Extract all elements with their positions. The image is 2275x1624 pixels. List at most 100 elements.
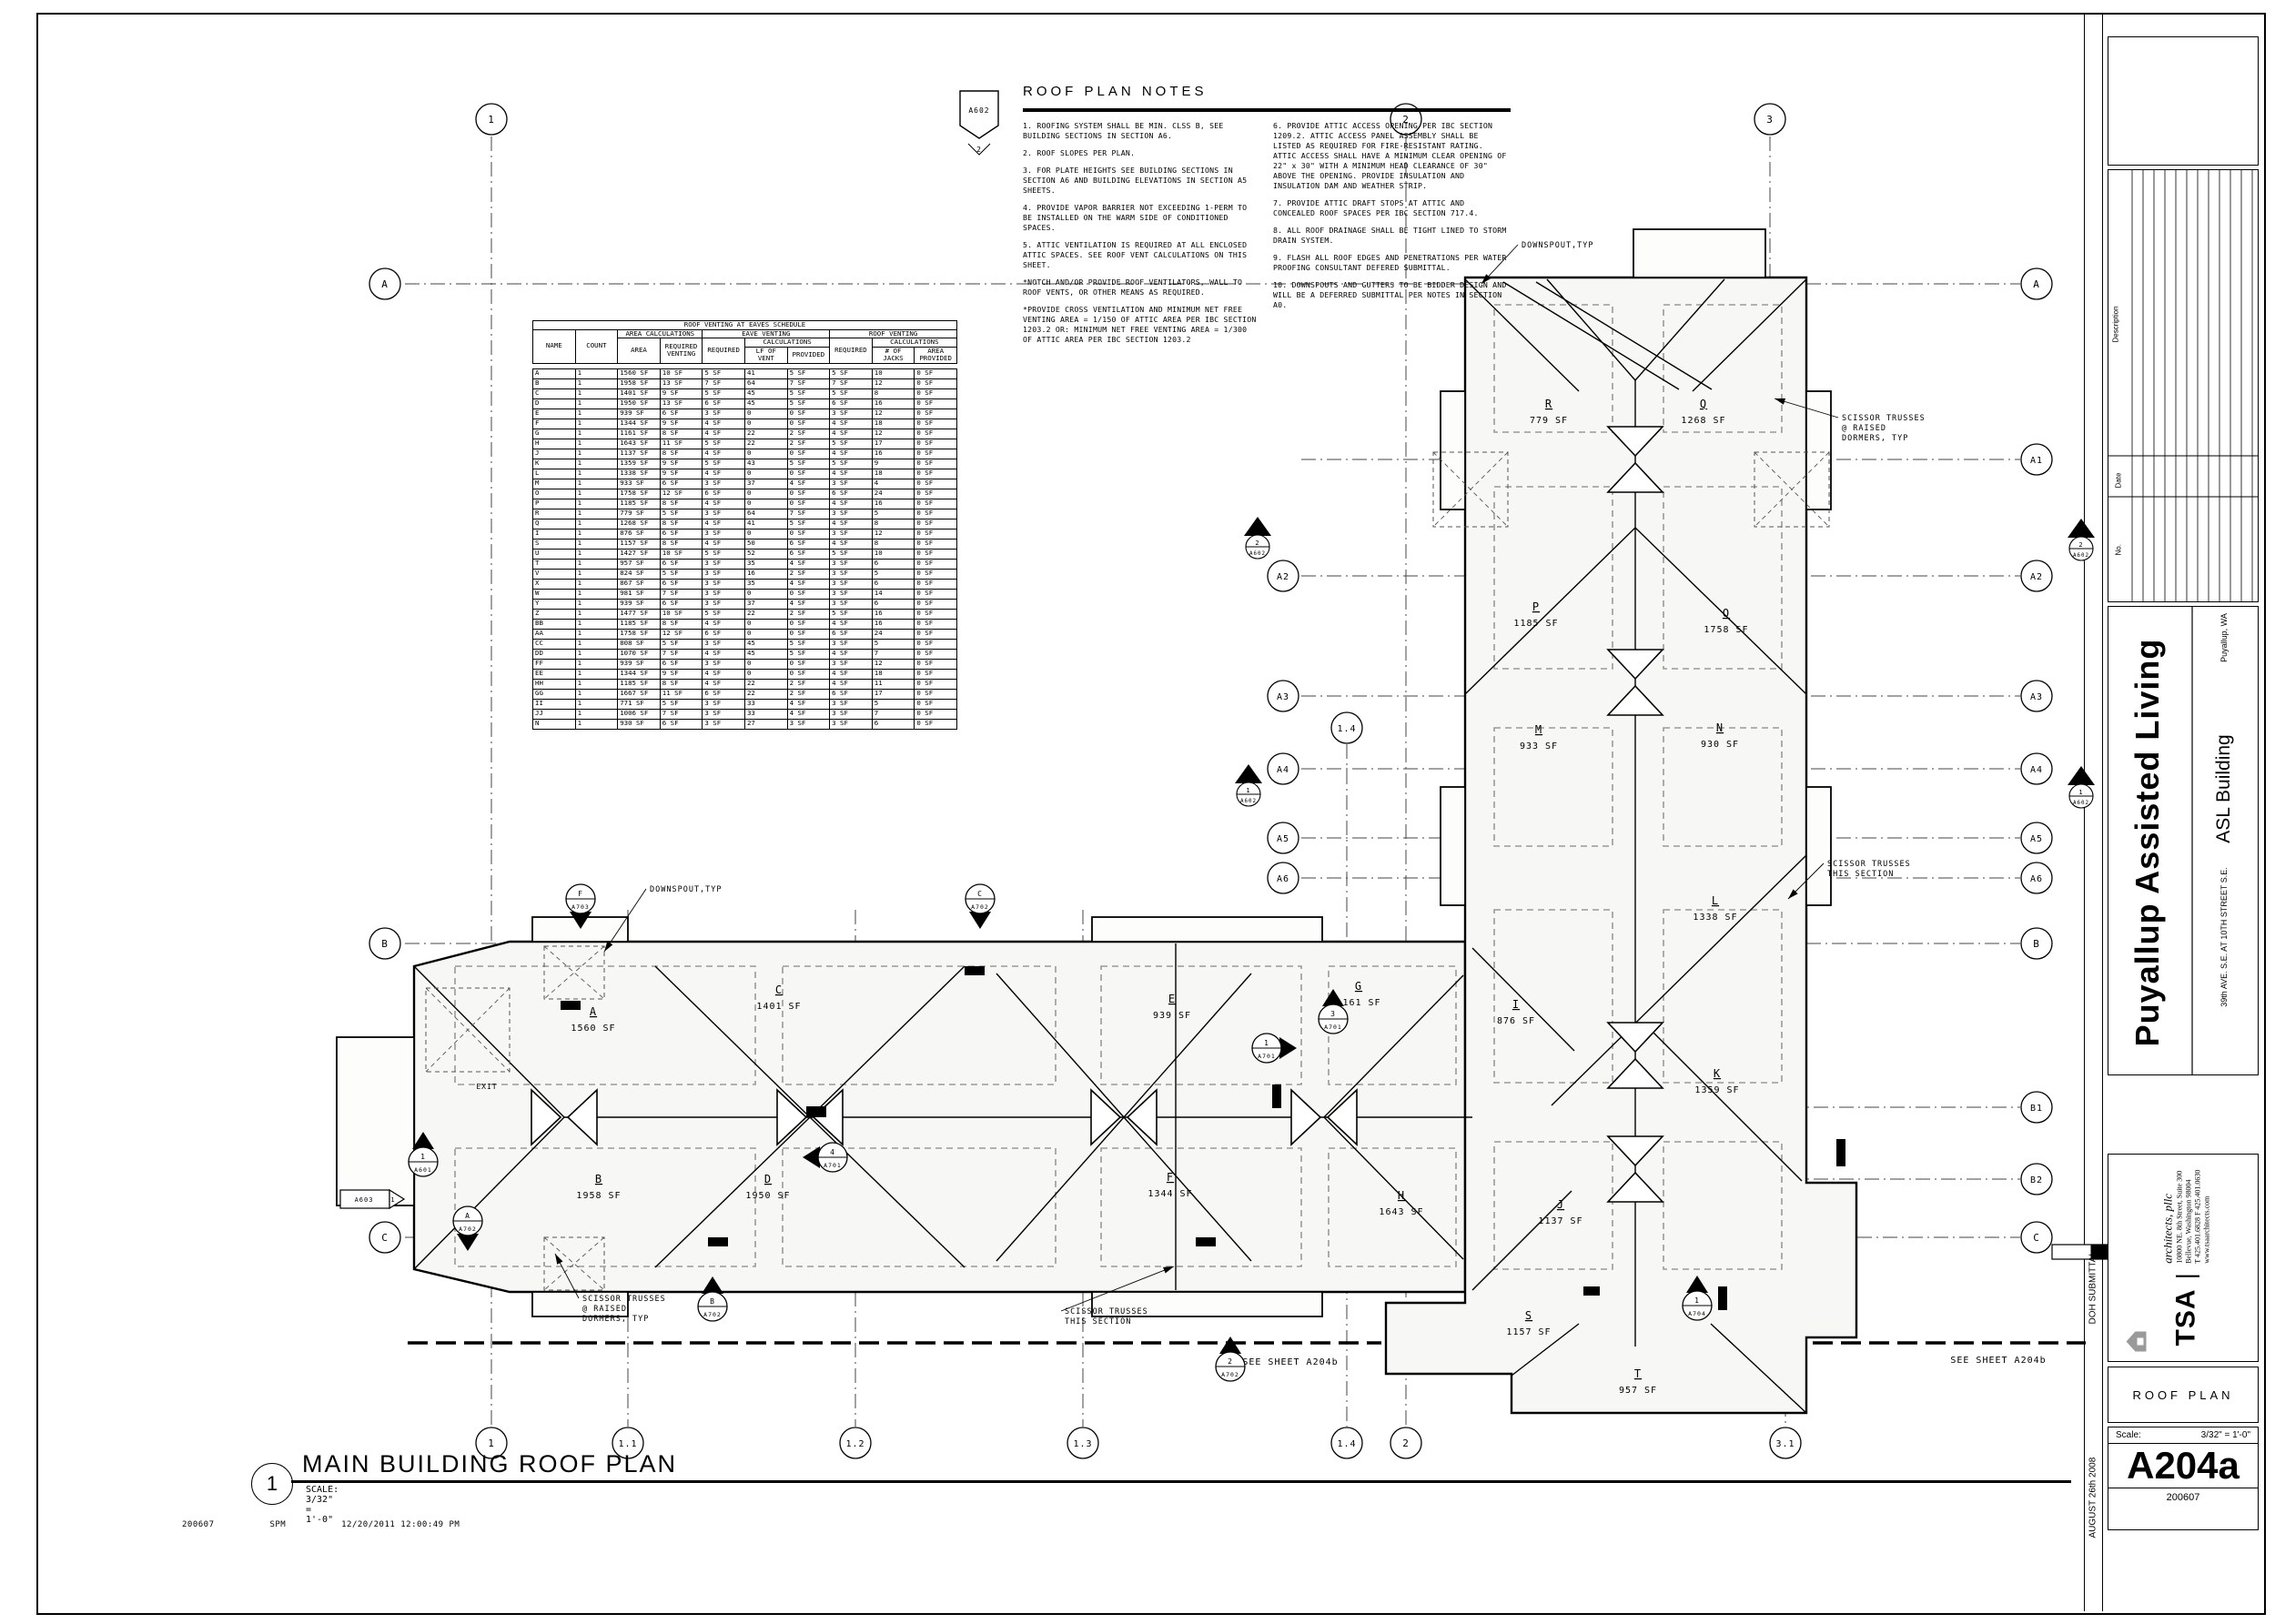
section-marker-arrow (457, 1234, 479, 1251)
roof-line (1123, 1116, 1252, 1262)
roof-area-name: I (1512, 998, 1520, 1011)
architect-block: TSA | architects, pllc 10800 NE. 8th Str… (2108, 1154, 2259, 1362)
schedule-cell: 0 SF (914, 378, 957, 389)
grid-bubble-A3 (2020, 680, 2053, 712)
roof-area-name: S (1525, 1309, 1532, 1322)
grid-bubble-1 (475, 1427, 508, 1459)
grid-bubble-label: C (381, 1232, 389, 1244)
schedule-cell: F (532, 418, 576, 429)
section-marker-number: 4 (830, 1148, 835, 1156)
schedule-cell: 10 (871, 548, 915, 560)
tsa-logo-text: TSA (2170, 1288, 2200, 1347)
schedule-cell: 16 (871, 398, 915, 409)
schedule-cell: 0 SF (786, 628, 831, 640)
roof-area-sf: 1758 SF (1704, 625, 1748, 635)
grid-bubble-A1 (2020, 443, 2053, 476)
schedule-cell: 0 SF (786, 658, 831, 670)
titleblock-strip-line (2084, 13, 2085, 1611)
schedule-cell: 0 SF (914, 438, 957, 449)
schedule-cell: 1 (574, 608, 619, 620)
grid-bubble-A2 (1267, 560, 1299, 592)
schedule-cell: 5 SF (659, 698, 703, 710)
dormer-x (1432, 451, 1509, 528)
schedule-cell: 18 (871, 418, 915, 429)
section-marker-number: 1 (1694, 1296, 1700, 1305)
schedule-cell: G (532, 428, 576, 439)
schedule-cell: 1 (574, 478, 619, 489)
roof-area-name: T (1634, 1367, 1642, 1380)
roof-line (1502, 281, 1680, 390)
schedule-cell: 3 SF (829, 638, 873, 650)
schedule-cell: 45 (743, 388, 788, 399)
schedule-cell: 0 SF (914, 368, 957, 379)
schedule-cell: 45 (743, 398, 788, 409)
section-marker-number: 1 (420, 1153, 426, 1161)
dormer-box (1754, 451, 1830, 528)
schedule-cell: 0 SF (914, 538, 957, 550)
grid-bubble-label: A3 (1277, 692, 1289, 702)
grid-bubble-1 (475, 103, 508, 136)
schedule-cell: 3 SF (702, 408, 745, 419)
schedule-cell: 6 SF (702, 488, 745, 499)
schedule-cell: 10 SF (659, 368, 703, 379)
schedule-cell: 1 (574, 438, 619, 449)
schedule-cell: 13 SF (659, 378, 703, 389)
schedule-cell: B (532, 378, 576, 389)
section-marker-sheet: A701 (824, 1162, 842, 1169)
schedule-cell: E (532, 408, 576, 419)
grid-bubble-A6 (1267, 862, 1299, 894)
schedule-cell: 8 SF (659, 448, 703, 459)
schedule-cell: 16 (871, 448, 915, 459)
drawing-title-rule (291, 1480, 2071, 1483)
dormer-box (425, 987, 511, 1073)
roof-plan-note: 4. PROVIDE VAPOR BARRIER NOT EXCEEDING 1… (1023, 203, 1248, 232)
roof-line (809, 965, 966, 1118)
section-marker-arrow (1686, 1276, 1708, 1293)
schedule-cell: 5 SF (786, 368, 831, 379)
schedule-cell: 1401 SF (617, 388, 661, 399)
schedule-cell: 2 SF (786, 608, 831, 620)
schedule-cell: 0 (743, 528, 788, 540)
roof-area-sf: 1157 SF (1506, 1327, 1551, 1337)
roof-area-name: D (764, 1173, 772, 1185)
schedule-cell: 1 (574, 658, 619, 670)
annotation-arrowhead (1481, 274, 1491, 284)
annotation-text: @ RAISED (582, 1305, 627, 1314)
schedule-cell: 10 SF (659, 548, 703, 560)
dormer-x (543, 1236, 605, 1291)
schedule-cell: 5 SF (659, 638, 703, 650)
schedule-cell: 0 SF (914, 498, 957, 509)
schedule-cell: 6 SF (786, 548, 831, 560)
schedule-cell: 0 SF (786, 528, 831, 540)
dormer-x (1754, 451, 1830, 528)
section-marker-sheet: A701 (1258, 1053, 1276, 1060)
section-marker-sheet: A601 (414, 1166, 432, 1174)
roof-line (1535, 281, 1713, 390)
schedule-cell: 8 SF (659, 618, 703, 630)
schedule-cell: 1 (574, 508, 619, 519)
schedule-cell: 5 SF (786, 398, 831, 409)
schedule-cell: 18 (871, 468, 915, 479)
plot-project-number: 200607 (182, 1520, 215, 1529)
schedule-cell: 8 SF (659, 498, 703, 509)
schedule-cell: 22 (743, 688, 788, 700)
schedule-cell: 6 SF (659, 578, 703, 590)
col-area-provided: AREA PROVIDED (914, 346, 957, 364)
grid-bubble-label: B2 (2030, 1175, 2043, 1185)
roof-area-name: P (1532, 600, 1540, 613)
attic-area-outline (1493, 304, 1613, 433)
schedule-cell: 0 SF (914, 708, 957, 720)
roof-area-name: E (1168, 993, 1176, 1005)
roof-line (1710, 1323, 1807, 1414)
schedule-cell: 1185 SF (617, 618, 661, 630)
attic-area-outline (782, 965, 1057, 1085)
annotation-text: DOWNSPOUT,TYP (650, 885, 723, 894)
schedule-cell: 1 (574, 578, 619, 590)
schedule-cell: 1 (574, 468, 619, 479)
